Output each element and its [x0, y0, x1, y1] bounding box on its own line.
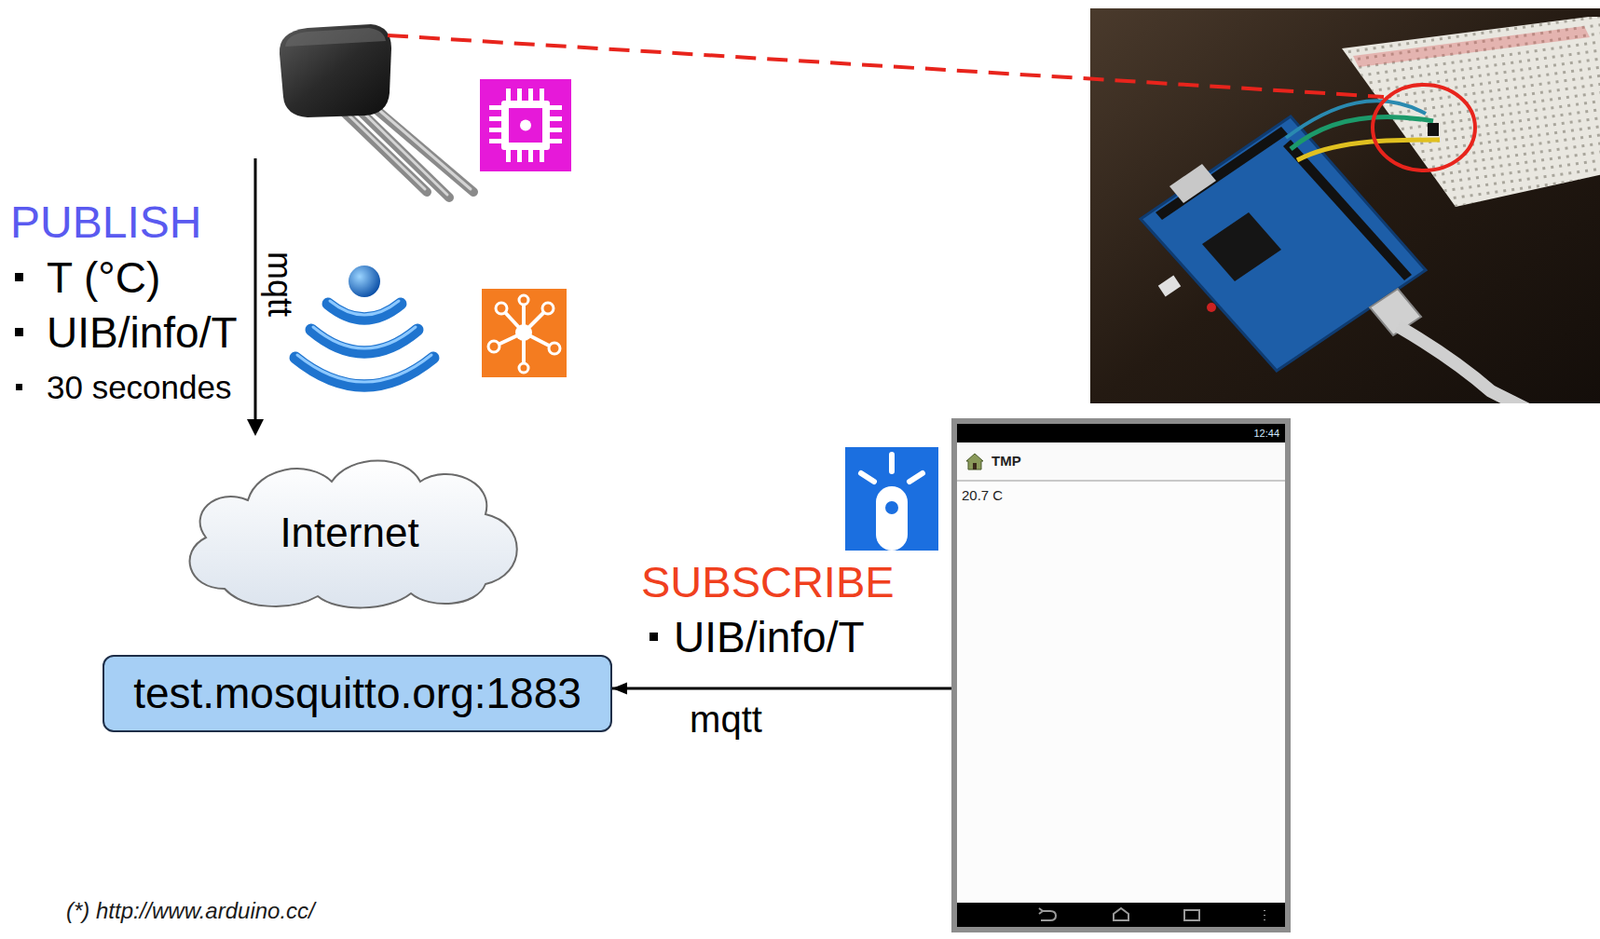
- status-time: 12:44: [1253, 427, 1280, 440]
- app-title: TMP: [991, 452, 1022, 469]
- cloud-text-area: Internet: [168, 454, 531, 613]
- temperature-reading: 20.7 C: [961, 487, 1281, 504]
- protocol-label: mqtt: [686, 697, 766, 741]
- subscribe-heading: SUBSCRIBE: [641, 557, 895, 608]
- topic-name: UIB/info/T: [673, 613, 865, 663]
- network-hub-icon: [481, 288, 567, 378]
- phone-screen: 12:44TMP 20.7 C: [951, 418, 1291, 933]
- broker-box: test.mosquitto.org:1883: [102, 655, 613, 733]
- app-content: 20.7 C: [957, 481, 1286, 903]
- interval-note: 30 secondes: [46, 369, 232, 407]
- publish-arrow: [246, 158, 264, 437]
- footnote: (*) http://www.arduino.cc/: [66, 898, 315, 925]
- nav-icons: [957, 902, 1286, 928]
- chip-icon: [479, 79, 572, 172]
- cloud-shape: Internet: [168, 449, 531, 613]
- client-icon: [845, 447, 939, 551]
- topic-name: UIB/info/T: [46, 308, 238, 358]
- bullet-marks: [14, 273, 658, 642]
- cloud-label: Internet: [279, 509, 419, 558]
- temperature-sensor: [279, 24, 474, 198]
- bullet-item: T (°C): [46, 253, 161, 303]
- protocol-label: mqtt: [262, 251, 297, 317]
- arduino-photo: [1090, 8, 1600, 404]
- status-bar: 12:44: [957, 423, 1286, 443]
- app-header: TMP: [957, 442, 1286, 482]
- mqtt-connector: [612, 687, 952, 691]
- publish-heading: PUBLISH: [10, 196, 202, 248]
- nav-bar: [957, 902, 1286, 928]
- broker-address: test.mosquitto.org:1883: [133, 669, 582, 719]
- wireless-icon: [295, 265, 434, 386]
- pointer-line: [387, 35, 1384, 97]
- app-icon: [964, 451, 985, 472]
